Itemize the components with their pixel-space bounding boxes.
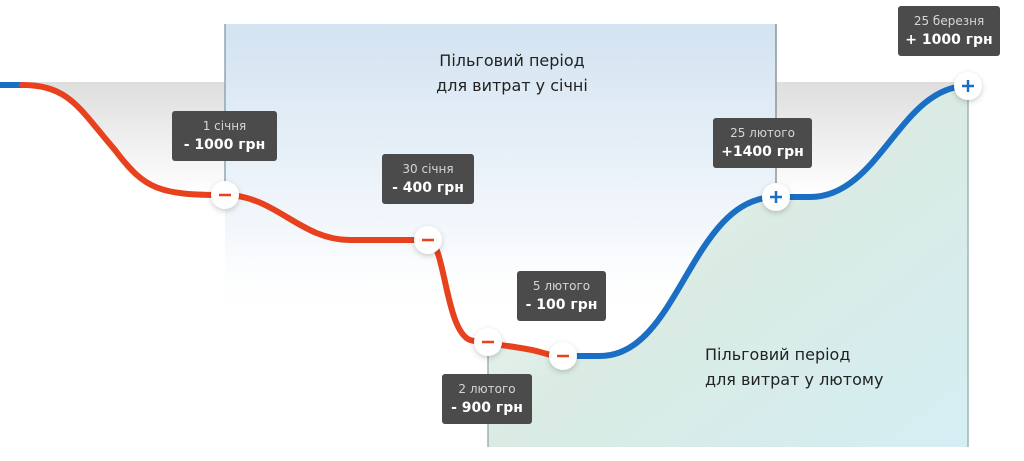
event-date: 25 березня (913, 14, 985, 28)
event-date: 5 лютого (532, 279, 591, 293)
minus-marker-icon (211, 181, 239, 209)
balance-area-left (0, 82, 225, 195)
event-amount: - 1000 грн (183, 137, 266, 153)
event-amount: - 400 грн (392, 180, 464, 196)
event-date: 2 лютого (458, 382, 516, 396)
plus-marker-icon (954, 72, 982, 100)
event-label-jan-30: 30 січня - 400 грн (382, 154, 474, 204)
plus-marker-icon (762, 183, 790, 211)
period-title: Пільговий період (439, 51, 585, 70)
balance-line-spend (19, 82, 566, 359)
february-grace-period-label: Пільговий період для витрат у лютому (705, 342, 883, 392)
period-subtitle: для витрат у лютому (705, 370, 884, 389)
event-amount: +1400 грн (721, 144, 804, 160)
event-label-feb-25: 25 лютого +1400 грн (713, 118, 812, 168)
event-amount: - 100 грн (525, 297, 598, 313)
event-label-mar-25: 25 березня + 1000 грн (898, 6, 1000, 56)
event-amount: - 900 грн (451, 400, 523, 416)
event-date: 25 лютого (730, 126, 795, 140)
minus-marker-icon (414, 226, 442, 254)
event-amount: + 1000 грн (905, 32, 993, 48)
minus-marker-icon (474, 328, 502, 356)
event-date: 30 січня (402, 162, 454, 176)
event-label-feb-5: 5 лютого - 100 грн (517, 271, 606, 321)
period-subtitle: для витрат у січні (436, 76, 588, 95)
event-label-feb-2: 2 лютого - 900 грн (442, 374, 532, 424)
balance-area-right (776, 82, 968, 197)
january-grace-period-label: Пільговий період для витрат у січні (412, 48, 612, 98)
event-label-jan-1: 1 січня - 1000 грн (172, 111, 277, 161)
minus-marker-icon (549, 342, 577, 370)
event-date: 1 січня (202, 119, 247, 133)
period-title: Пільговий період (705, 345, 851, 364)
